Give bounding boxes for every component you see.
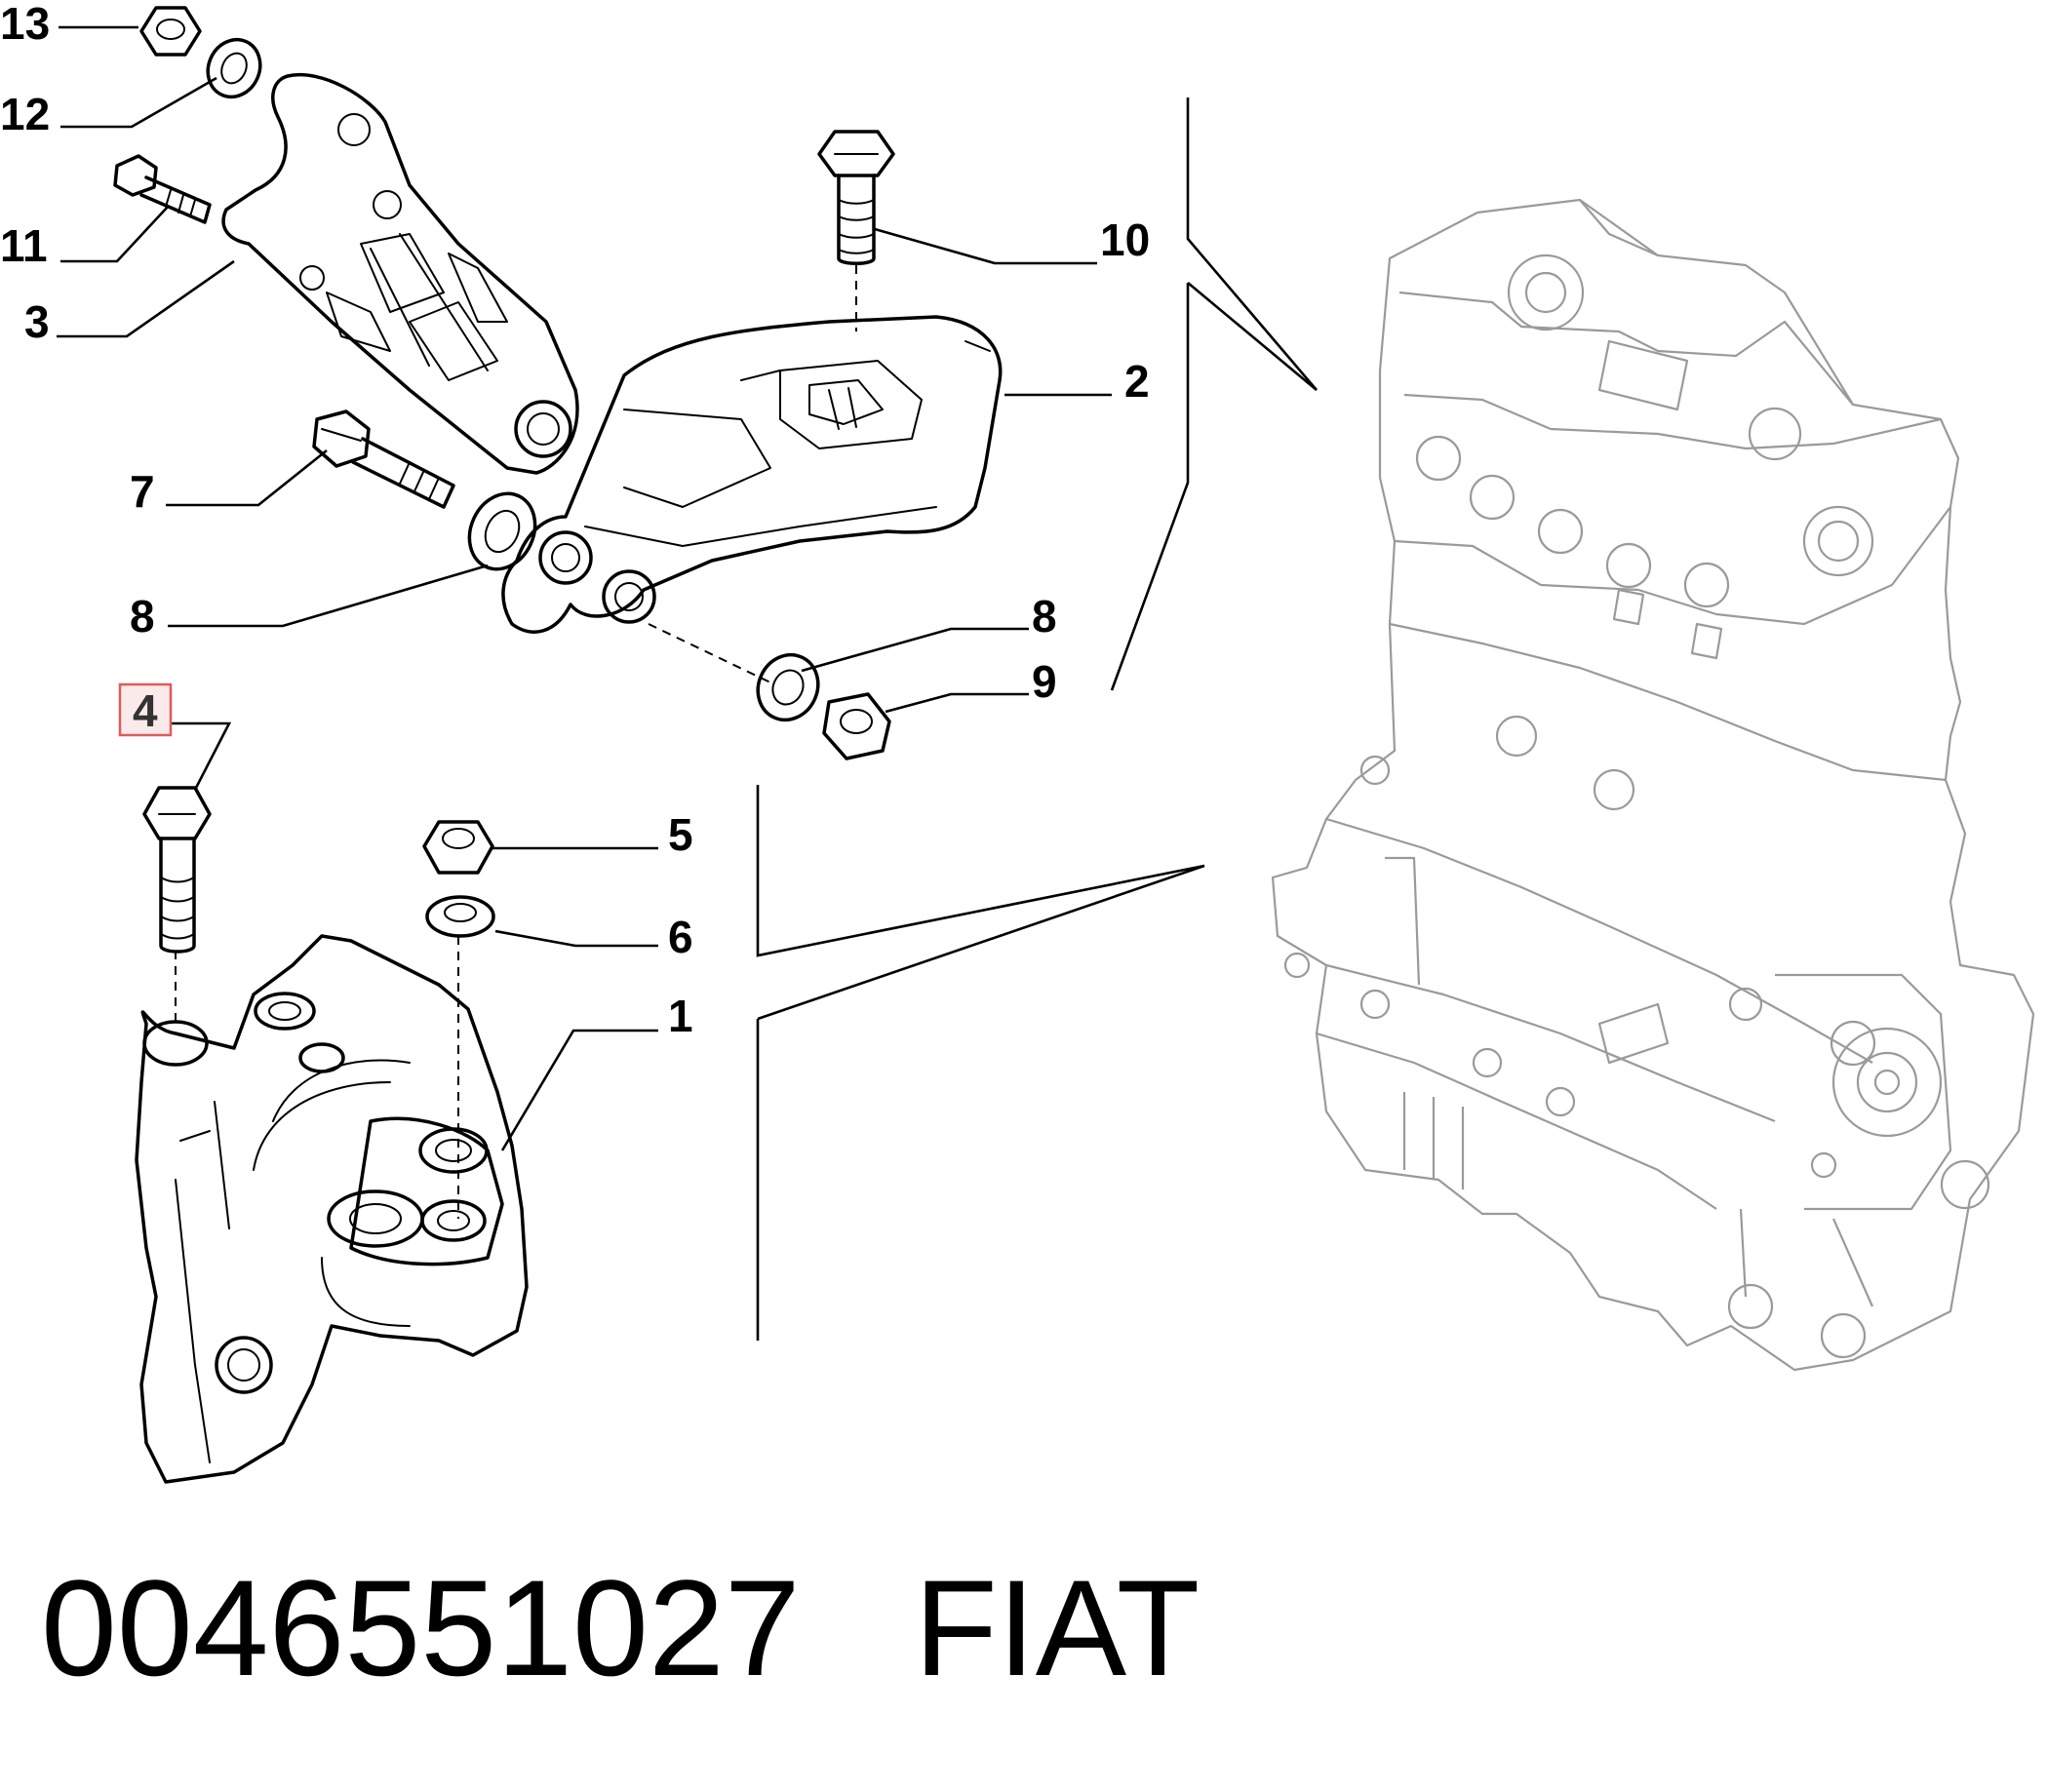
- nut-5: [422, 820, 494, 875]
- callout-8-left: 8: [130, 591, 155, 642]
- callout-10: 10: [1100, 214, 1150, 265]
- bolt-7: [312, 409, 455, 509]
- callout-13: 13: [0, 0, 50, 49]
- torque-rod-mount: [501, 315, 1003, 634]
- engine-block-illustration: [1271, 198, 2035, 1372]
- view-section-lines: [756, 97, 1318, 1341]
- callout-4: 4: [133, 685, 158, 736]
- washer-8-lower: [756, 652, 820, 722]
- engine-mount-body: [135, 934, 529, 1484]
- washer-12: [206, 37, 262, 99]
- callout-6: 6: [668, 912, 693, 962]
- bolt-10: [817, 130, 895, 265]
- brand-name: FIAT: [914, 1551, 1201, 1704]
- callout-11: 11: [0, 220, 48, 271]
- part-number: 0046551027: [41, 1551, 801, 1704]
- bolt-4: [142, 786, 212, 954]
- nut-9: [822, 692, 891, 760]
- callout-8-right: 8: [1032, 591, 1057, 642]
- callout-1: 1: [668, 991, 693, 1041]
- callout-12: 12: [0, 89, 50, 139]
- leader-lines: [57, 25, 1112, 1151]
- callout-3: 3: [24, 296, 50, 347]
- callout-9: 9: [1032, 656, 1057, 707]
- bolt-11: [113, 154, 212, 224]
- callout-2: 2: [1124, 356, 1150, 407]
- nut-13: [139, 6, 202, 57]
- washer-6: [425, 895, 495, 938]
- washer-8-upper: [467, 491, 537, 571]
- callout-7: 7: [130, 466, 155, 517]
- assembly-axes: [175, 265, 857, 1219]
- part-number-footer: 0046551027 FIAT: [41, 1560, 1200, 1696]
- callout-4-highlight: [118, 682, 173, 737]
- upper-mount-bracket: [221, 73, 579, 475]
- callout-5: 5: [668, 809, 693, 860]
